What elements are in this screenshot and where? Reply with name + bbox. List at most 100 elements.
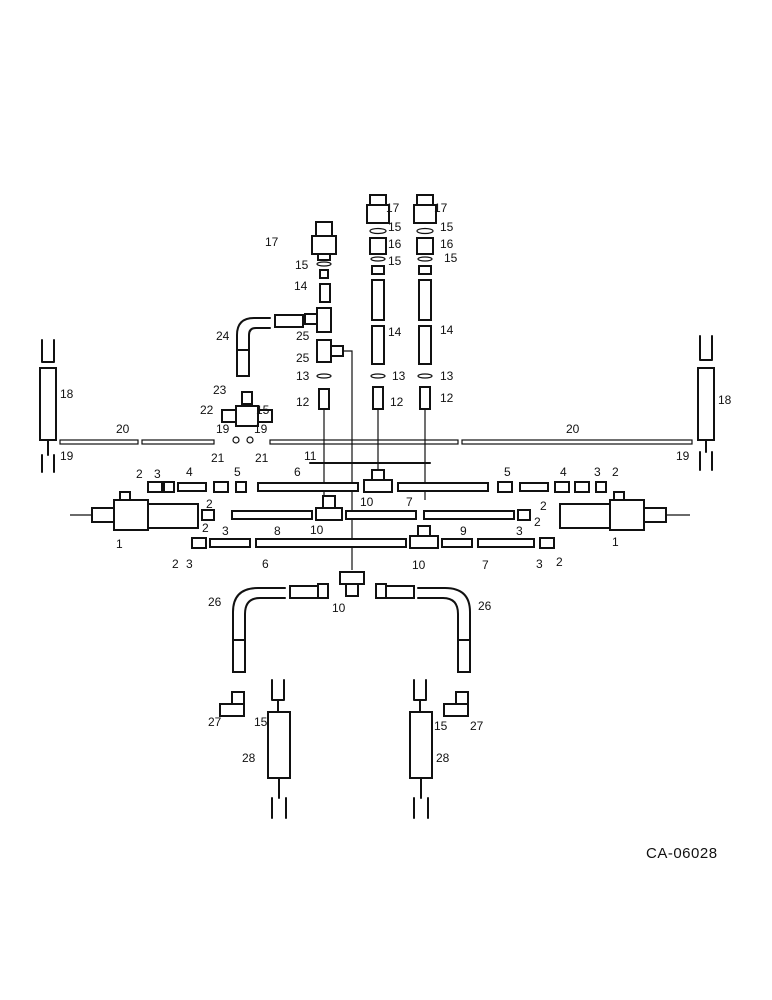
callout-4: 4 — [560, 465, 567, 479]
callout-15: 15 — [434, 719, 448, 733]
callout-15: 15 — [440, 220, 454, 234]
callout-17: 17 — [434, 201, 448, 215]
callout-2: 2 — [612, 465, 619, 479]
callout-27: 27 — [470, 719, 484, 733]
callout-3: 3 — [536, 557, 543, 571]
callout-11: 11 — [304, 449, 317, 463]
callout-20: 20 — [116, 422, 130, 436]
callout-2: 2 — [136, 467, 143, 481]
callout-3: 3 — [516, 524, 523, 538]
cylinder-1-right — [559, 491, 690, 531]
callout-21: 21 — [211, 451, 225, 465]
callout-3: 3 — [186, 557, 193, 571]
callout-2: 2 — [534, 515, 541, 529]
callout-13: 13 — [392, 369, 406, 383]
callout-25: 25 — [296, 351, 310, 365]
callout-4: 4 — [186, 465, 193, 479]
callout-17: 17 — [386, 201, 400, 215]
callout-5: 5 — [234, 465, 241, 479]
callout-15: 15 — [388, 254, 402, 268]
callout-1: 1 — [612, 535, 619, 549]
callout-23: 23 — [213, 383, 227, 397]
quick-coupler-center — [366, 194, 390, 365]
callout-3: 3 — [594, 465, 601, 479]
hose-7-bottom — [441, 537, 555, 549]
quick-coupler-left — [311, 221, 337, 319]
hose-6-top — [257, 482, 359, 492]
callout-10: 10 — [332, 601, 346, 615]
valve-block-22 — [221, 391, 273, 444]
callout-10: 10 — [412, 558, 426, 572]
callout-26: 26 — [478, 599, 492, 613]
o-ring-13-left — [316, 373, 332, 379]
callout-14: 14 — [388, 325, 402, 339]
callout-26: 26 — [208, 595, 222, 609]
callout-2: 2 — [540, 499, 547, 513]
callout-2: 2 — [206, 497, 213, 511]
callout-18: 18 — [60, 387, 74, 401]
hose-26-left — [232, 585, 319, 673]
callout-19: 19 — [216, 422, 230, 436]
cylinder-18-left — [39, 339, 57, 473]
callout-28: 28 — [242, 751, 256, 765]
callout-12: 12 — [390, 395, 404, 409]
rod-20-right — [269, 439, 693, 445]
callout-21: 21 — [255, 451, 269, 465]
callout-2: 2 — [172, 557, 179, 571]
elbow-27-left — [219, 691, 245, 717]
callout-19: 19 — [60, 449, 74, 463]
callout-3: 3 — [222, 524, 229, 538]
callout-10: 10 — [360, 495, 374, 509]
callout-8: 8 — [274, 524, 281, 538]
callout-10: 10 — [310, 523, 324, 537]
callout-28: 28 — [436, 751, 450, 765]
rod-20-left — [59, 439, 215, 445]
drawing-number: CA-06028 — [646, 845, 718, 862]
callout-7: 7 — [406, 495, 413, 509]
callout-labels: 17 17 17 15 15 16 16 15 15 15 14 25 25 2… — [60, 201, 732, 765]
callout-3: 3 — [154, 467, 161, 481]
callout-17: 17 — [265, 235, 279, 249]
callout-27: 27 — [208, 715, 222, 729]
callout-24: 24 — [216, 329, 230, 343]
tee-10-bottom — [409, 525, 439, 549]
callout-14: 14 — [440, 323, 454, 337]
cylinder-18-right — [697, 335, 715, 471]
callout-18: 18 — [718, 393, 732, 407]
hose-8 — [201, 509, 313, 521]
callout-13: 13 — [296, 369, 310, 383]
callout-5: 5 — [504, 465, 511, 479]
callout-2: 2 — [202, 521, 209, 535]
fitting-row-top-right — [497, 481, 607, 493]
callout-15: 15 — [256, 403, 270, 417]
callout-9: 9 — [460, 524, 467, 538]
adapter-12-center — [372, 386, 384, 475]
elbow-27-right — [443, 691, 469, 717]
tee-25-lower — [316, 339, 353, 570]
callout-16: 16 — [440, 237, 454, 251]
cylinder-1-left — [70, 491, 199, 531]
quick-coupler-right — [413, 194, 437, 365]
callout-13: 13 — [440, 369, 454, 383]
callout-6: 6 — [294, 465, 301, 479]
tee-10-top — [363, 469, 393, 493]
callout-2: 2 — [556, 555, 563, 569]
fitting-row-top-left — [147, 481, 247, 493]
callout-14: 14 — [294, 279, 308, 293]
callout-12: 12 — [440, 391, 454, 405]
hose-7-top — [397, 482, 489, 492]
callout-15: 15 — [444, 251, 458, 265]
callout-19: 19 — [676, 449, 690, 463]
hose-24 — [236, 314, 304, 377]
callout-16: 16 — [388, 237, 402, 251]
tee-10-middle — [315, 495, 343, 521]
callout-25: 25 — [296, 329, 310, 343]
hose-6-bottom — [191, 537, 407, 549]
callout-22: 22 — [200, 403, 214, 417]
cylinder-28-left — [267, 679, 291, 819]
hose-26-right — [385, 585, 471, 673]
callout-15: 15 — [388, 220, 402, 234]
hose-9 — [345, 509, 531, 521]
callout-20: 20 — [566, 422, 580, 436]
